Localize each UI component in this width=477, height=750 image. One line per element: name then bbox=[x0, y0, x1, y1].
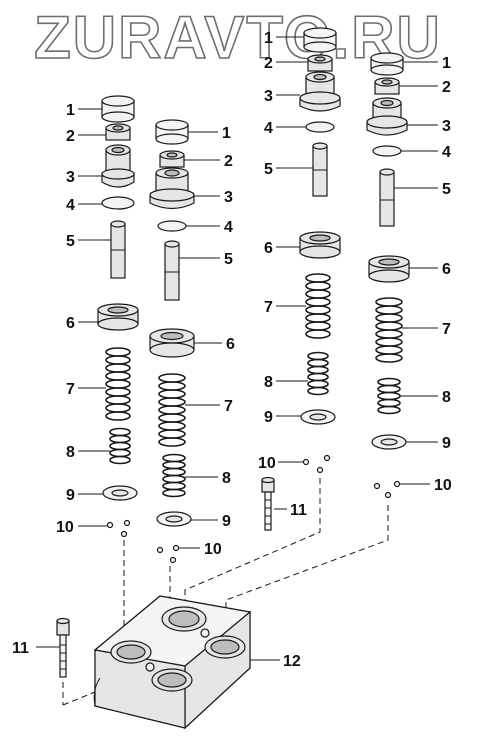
callout-10-d: 10 bbox=[434, 477, 452, 494]
callout-10-c: 10 bbox=[258, 455, 276, 472]
guide-line-bolt-left-2 bbox=[62, 689, 101, 706]
watermark-text: ZURAVTO.RU bbox=[34, 4, 442, 71]
callout-7-b: 7 bbox=[224, 398, 233, 415]
callout-4-b: 4 bbox=[224, 219, 233, 236]
seal-a bbox=[105, 123, 131, 141]
callout-12: 12 bbox=[283, 653, 301, 670]
callout-5-d: 5 bbox=[442, 181, 451, 198]
inner-spring-d bbox=[377, 377, 401, 415]
callout-8-d: 8 bbox=[442, 389, 451, 406]
valve-housing bbox=[93, 595, 252, 730]
cap-d bbox=[370, 52, 404, 76]
inner-spring-a bbox=[109, 427, 131, 465]
cap-a bbox=[101, 95, 135, 123]
inner-spring-b bbox=[162, 453, 186, 498]
plunger-d bbox=[379, 168, 395, 227]
callout-1-b: 1 bbox=[222, 125, 231, 142]
callout-2-a: 2 bbox=[66, 128, 75, 145]
callout-9-a: 9 bbox=[66, 487, 75, 504]
callout-3-b: 3 bbox=[224, 189, 233, 206]
callout-11-center: 11 bbox=[290, 502, 307, 519]
o-ring-b bbox=[157, 220, 187, 232]
guide-line-d bbox=[225, 505, 389, 640]
callout-9-b: 9 bbox=[222, 513, 231, 530]
o-ring-d bbox=[372, 145, 402, 157]
column-c bbox=[184, 27, 341, 690]
cap-c bbox=[303, 27, 337, 53]
callout-5-a: 5 bbox=[66, 233, 75, 250]
callout-6-d: 6 bbox=[442, 261, 451, 278]
washer-c bbox=[300, 409, 336, 425]
shims-b bbox=[156, 544, 180, 564]
callout-2-b: 2 bbox=[224, 153, 233, 170]
callout-4-c: 4 bbox=[264, 120, 273, 137]
callout-1-d: 1 bbox=[442, 55, 451, 72]
guide-d bbox=[366, 97, 408, 136]
callout-10-a: 10 bbox=[56, 519, 74, 536]
plunger-a bbox=[110, 220, 126, 279]
seal-b bbox=[159, 150, 185, 168]
callout-3-d: 3 bbox=[442, 118, 451, 135]
callout-labels: 1 2 3 4 5 6 7 8 9 10 1 2 3 4 5 6 7 8 9 1… bbox=[12, 30, 452, 670]
guide-a bbox=[101, 144, 135, 188]
callout-2-c: 2 bbox=[264, 55, 273, 72]
seal-c bbox=[307, 54, 333, 72]
callout-7-c: 7 bbox=[264, 299, 273, 316]
cap-b bbox=[155, 119, 189, 145]
spring-seat-c bbox=[299, 231, 341, 259]
callout-4-a: 4 bbox=[66, 197, 75, 214]
main-spring-c bbox=[305, 273, 331, 339]
washer-a bbox=[102, 485, 138, 501]
callout-6-b: 6 bbox=[226, 336, 235, 353]
column-d bbox=[225, 52, 410, 640]
plunger-b bbox=[164, 240, 180, 301]
callout-5-c: 5 bbox=[264, 161, 273, 178]
callout-4-d: 4 bbox=[442, 144, 451, 161]
callout-8-a: 8 bbox=[66, 444, 75, 461]
guide-b bbox=[149, 167, 195, 210]
callout-11-left: 11 bbox=[12, 640, 29, 657]
seal-d bbox=[374, 77, 400, 95]
inner-spring-c bbox=[307, 351, 329, 396]
callout-1-a: 1 bbox=[66, 102, 75, 119]
callout-8-b: 8 bbox=[222, 470, 231, 487]
o-ring-a bbox=[101, 196, 135, 210]
spring-seat-d bbox=[368, 255, 410, 283]
washer-d bbox=[371, 434, 407, 450]
callout-6-c: 6 bbox=[264, 240, 273, 257]
leader-lines bbox=[36, 36, 438, 661]
spring-seat-b bbox=[149, 328, 195, 358]
column-a bbox=[97, 95, 139, 690]
bolt-left bbox=[56, 617, 70, 678]
o-ring-c bbox=[305, 121, 335, 133]
callout-7-a: 7 bbox=[66, 381, 75, 398]
spring-seat-a bbox=[97, 303, 139, 331]
main-spring-b bbox=[158, 373, 186, 447]
plunger-c bbox=[312, 142, 328, 197]
column-b bbox=[149, 119, 195, 690]
main-spring-d bbox=[375, 297, 403, 363]
guide-c bbox=[299, 71, 341, 112]
callout-9-c: 9 bbox=[264, 409, 273, 426]
callout-8-c: 8 bbox=[264, 374, 273, 391]
shims-a bbox=[106, 519, 131, 538]
main-spring-a bbox=[105, 347, 131, 421]
callout-10-b: 10 bbox=[204, 541, 222, 558]
bolt-center bbox=[261, 476, 275, 531]
callout-5-b: 5 bbox=[224, 251, 233, 268]
callout-1-c: 1 bbox=[264, 30, 273, 47]
shims-c bbox=[302, 454, 331, 474]
washer-b bbox=[156, 511, 192, 527]
callout-7-d: 7 bbox=[442, 321, 451, 338]
callout-2-d: 2 bbox=[442, 79, 451, 96]
shims-d bbox=[373, 480, 401, 499]
callout-6-a: 6 bbox=[66, 315, 75, 332]
callout-3-a: 3 bbox=[66, 169, 75, 186]
callout-9-d: 9 bbox=[442, 435, 451, 452]
callout-3-c: 3 bbox=[264, 88, 273, 105]
